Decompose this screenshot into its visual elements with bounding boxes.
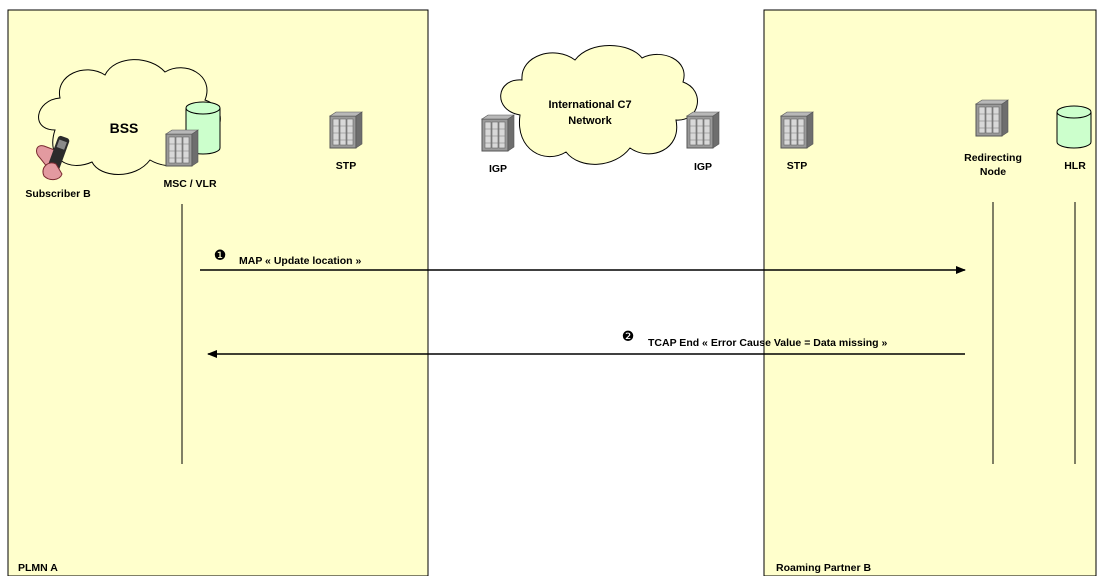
roaming-partner-b-zone	[763, 9, 1097, 576]
igp-left-label: IGP	[489, 163, 507, 175]
stp-left-server-icon	[329, 111, 363, 149]
igp-right-server-icon	[686, 111, 720, 149]
bss-label: BSS	[110, 120, 139, 136]
subscriber-b-label: Subscriber B	[25, 188, 91, 200]
stp-right-label: STP	[787, 160, 807, 172]
step-2-badge: ❷	[622, 329, 635, 345]
message-2-label: TCAP End « Error Cause Value = Data miss…	[648, 337, 888, 349]
igp-left-server-icon	[481, 114, 515, 152]
stp-right-server-icon	[780, 111, 814, 149]
igp-right-label: IGP	[694, 161, 712, 173]
redirecting-node-label-line2: Node	[980, 166, 1006, 178]
message-1-label: MAP « Update location »	[239, 255, 361, 267]
msc-vlr-label: MSC / VLR	[163, 178, 217, 190]
plmn-a-label: PLMN A	[18, 562, 58, 574]
intl-network-label-line2: Network	[568, 115, 612, 127]
hlr-database-icon	[1056, 105, 1092, 149]
roaming-partner-b-label: Roaming Partner B	[776, 562, 872, 574]
intl-network-label-line1: International C7	[548, 99, 631, 111]
stp-left-label: STP	[336, 160, 356, 172]
msc-server-icon	[165, 129, 199, 167]
mobile-phone-icon	[36, 135, 70, 181]
redirecting-node-label-line1: Redirecting	[964, 152, 1022, 164]
redirecting-node-server-icon	[975, 99, 1009, 137]
international-c7-cloud	[500, 45, 698, 165]
hlr-label: HLR	[1064, 160, 1086, 172]
step-1-badge: ❶	[214, 248, 227, 264]
